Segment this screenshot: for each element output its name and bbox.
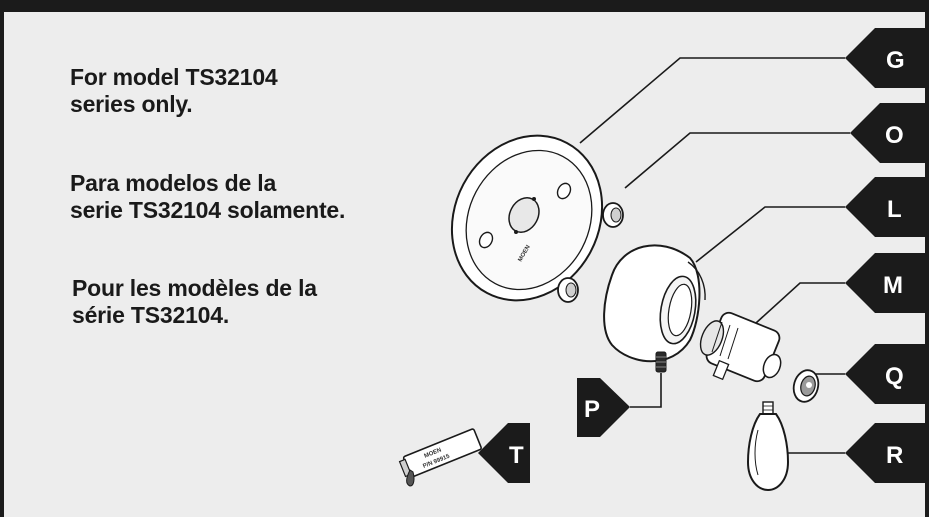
set-screw xyxy=(655,351,667,373)
tag-r: R xyxy=(845,423,925,483)
handle-hub xyxy=(603,244,706,363)
tag-l: L xyxy=(845,177,925,237)
adapter-extension xyxy=(699,311,782,383)
tag-o: O xyxy=(850,103,925,163)
escutcheon-plate: MOEN xyxy=(450,134,604,302)
label-tags: G O L M Q R P T xyxy=(478,28,925,483)
svg-text:L: L xyxy=(887,196,902,223)
svg-text:G: G xyxy=(886,47,905,74)
spanish-note: Para modelos de la serie TS32104 solamen… xyxy=(70,170,346,223)
svg-text:M: M xyxy=(883,272,903,299)
svg-text:R: R xyxy=(886,442,903,469)
screw-cap-upper xyxy=(602,202,624,228)
tag-m: M xyxy=(845,253,925,313)
french-note: Pour les modèles de la série TS32104. xyxy=(72,275,317,328)
grease-tube: MOEN P/N 99915 xyxy=(398,428,482,487)
svg-text:P: P xyxy=(584,396,600,423)
screw-cap-lower xyxy=(557,277,579,303)
tag-p: P xyxy=(577,378,630,437)
tag-g: G xyxy=(845,28,925,88)
tag-q: Q xyxy=(845,344,925,404)
svg-text:Q: Q xyxy=(885,363,904,390)
english-note: For model TS32104 series only. xyxy=(70,64,278,117)
lever-handle xyxy=(746,401,790,492)
svg-text:O: O xyxy=(885,122,904,149)
retainer-nut xyxy=(792,369,820,403)
tag-t: T xyxy=(478,423,530,483)
leader-lines xyxy=(579,57,850,454)
svg-text:T: T xyxy=(509,442,524,469)
